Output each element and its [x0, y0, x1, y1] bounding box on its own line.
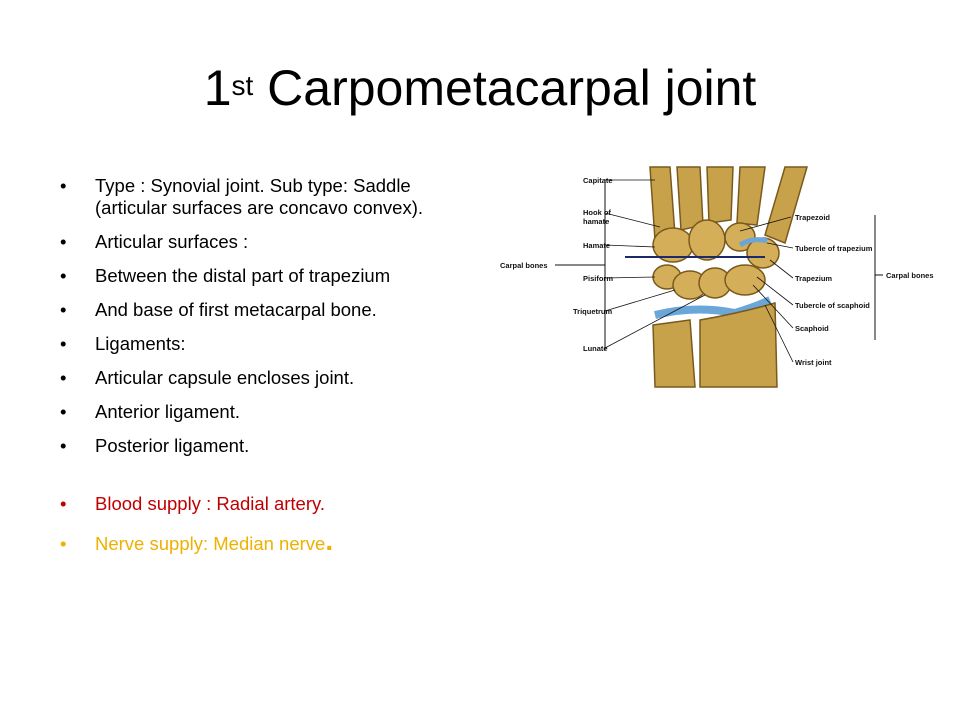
ulna-bone: [652, 319, 696, 388]
label-trapezium: Trapezium: [795, 274, 832, 283]
title-number: 1: [203, 60, 232, 116]
label-carpal-bones-left: Carpal bones: [500, 261, 548, 270]
cmc-cartilage: [738, 237, 768, 248]
bullet-posterior-ligament: Posterior ligament.: [60, 435, 480, 457]
slide-title: 1st Carpometacarpal joint: [0, 58, 960, 118]
label-wrist-joint: Wrist joint: [795, 358, 832, 367]
wrist-anatomy-figure: Carpal bones Capitate Hook of hamate Ham…: [495, 165, 940, 390]
radius-bone: [699, 302, 778, 388]
label-scaphoid: Scaphoid: [795, 324, 829, 333]
bullet-nerve-supply: Nerve supply: Median nerve.: [60, 527, 480, 556]
bullet-metacarpal: And base of first metacarpal bone.: [60, 299, 480, 321]
label-lunate: Lunate: [583, 344, 608, 353]
title-superscript: st: [231, 70, 254, 101]
bullet-trapezium: Between the distal part of trapezium: [60, 265, 480, 287]
metacarpal-2: [736, 166, 766, 226]
capitate-bone: [688, 219, 726, 261]
bullet-anterior-ligament: Anterior ligament.: [60, 401, 480, 423]
nerve-supply-text: Nerve supply: Median nerve: [95, 533, 326, 554]
label-hamate: Hamate: [583, 241, 610, 250]
label-hamate-hook: hamate: [583, 217, 609, 226]
bullet-type: Type : Synovial joint. Sub type: Saddle …: [60, 175, 480, 219]
metacarpal-1: [764, 166, 808, 245]
label-carpal-bones-right: Carpal bones: [886, 271, 934, 280]
label-triquetrum: Triquetrum: [573, 307, 613, 316]
scaphoid-bone: [724, 264, 766, 296]
label-hook-of: Hook of: [583, 208, 611, 217]
label-capitate: Capitate: [583, 176, 613, 185]
nerve-supply-period: .: [325, 525, 334, 556]
bullet-list: Type : Synovial joint. Sub type: Saddle …: [60, 175, 480, 567]
wrist-anatomy-illustration: Carpal bones Capitate Hook of hamate Ham…: [500, 166, 934, 388]
metacarpal-3: [706, 166, 734, 224]
title-text: Carpometacarpal joint: [253, 60, 757, 116]
metacarpal-4: [676, 166, 704, 231]
label-pisiform: Pisiform: [583, 274, 613, 283]
label-tubercle-of-trapezium: Tubercle of trapezium: [795, 244, 873, 253]
label-trapezoid: Trapezoid: [795, 213, 830, 222]
bullet-ligaments: Ligaments:: [60, 333, 480, 355]
bullet-capsule: Articular capsule encloses joint.: [60, 367, 480, 389]
bullet-blood-supply: Blood supply : Radial artery.: [60, 493, 480, 515]
bullet-articular-surfaces: Articular surfaces :: [60, 231, 480, 253]
label-tubercle-of-scaphoid: Tubercle of scaphoid: [795, 301, 870, 310]
